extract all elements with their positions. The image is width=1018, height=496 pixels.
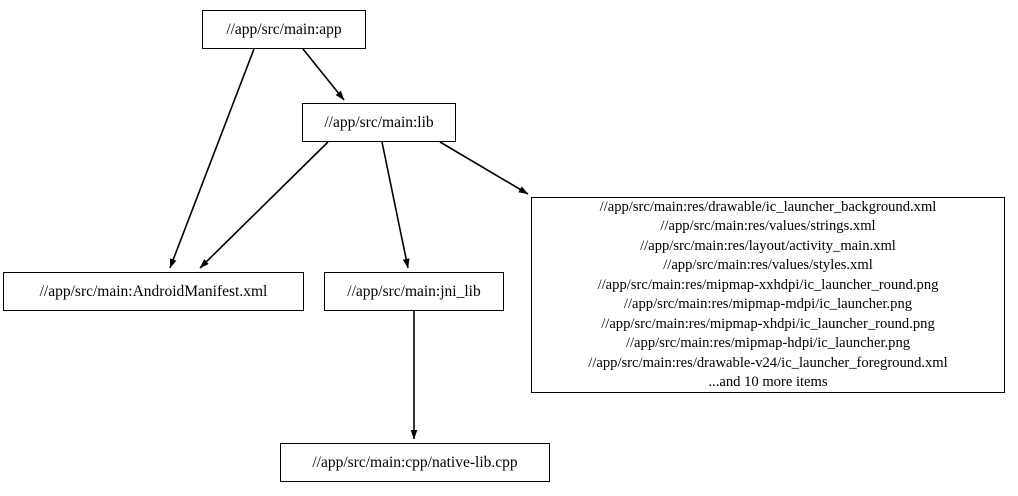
resource-line-2: //app/src/main:res/layout/activity_main.… <box>640 237 896 254</box>
node-android-manifest-label: //app/src/main:AndroidManifest.xml <box>39 282 268 300</box>
resource-line-1: //app/src/main:res/values/strings.xml <box>660 218 876 234</box>
node-app-label: //app/src/main:app <box>226 20 342 38</box>
resource-line-7: //app/src/main:res/mipmap-hdpi/ic_launch… <box>625 335 911 351</box>
node-lib-label: //app/src/main:lib <box>324 113 434 131</box>
resource-line-3: //app/src/main:res/values/styles.xml <box>663 257 873 273</box>
resource-line-9: ...and 10 more items <box>708 374 828 390</box>
edge-lib-to-resources <box>439 141 529 195</box>
node-android-manifest[interactable]: //app/src/main:AndroidManifest.xml <box>3 272 304 311</box>
node-lib[interactable]: //app/src/main:lib <box>302 103 456 142</box>
edge-lib-to-jnilib <box>381 141 410 269</box>
node-native-lib-cpp-label: //app/src/main:cpp/native-lib.cpp <box>312 453 518 471</box>
node-resources-group[interactable]: //app/src/main:res/drawable/ic_launcher_… <box>531 197 1005 393</box>
node-app[interactable]: //app/src/main:app <box>202 10 366 49</box>
resource-line-5: //app/src/main:res/mipmap-mdpi/ic_launch… <box>623 296 913 312</box>
edge-app-to-manifest <box>169 48 255 269</box>
node-jni-lib[interactable]: //app/src/main:jni_lib <box>324 272 504 311</box>
resource-line-0: //app/src/main:res/drawable/ic_launcher_… <box>599 198 937 215</box>
edge-app-to-lib <box>302 48 345 101</box>
resource-line-4: //app/src/main:res/mipmap-xxhdpi/ic_laun… <box>597 276 939 293</box>
resource-line-8: //app/src/main:res/drawable-v24/ic_launc… <box>588 354 948 371</box>
edge-lib-to-manifest <box>199 141 329 269</box>
node-resources-group-label: //app/src/main:res/drawable/ic_launcher_… <box>536 198 1000 393</box>
node-jni-lib-label: //app/src/main:jni_lib <box>347 282 481 300</box>
resource-line-6: //app/src/main:res/mipmap-xhdpi/ic_launc… <box>601 315 935 332</box>
node-native-lib-cpp[interactable]: //app/src/main:cpp/native-lib.cpp <box>280 443 550 482</box>
